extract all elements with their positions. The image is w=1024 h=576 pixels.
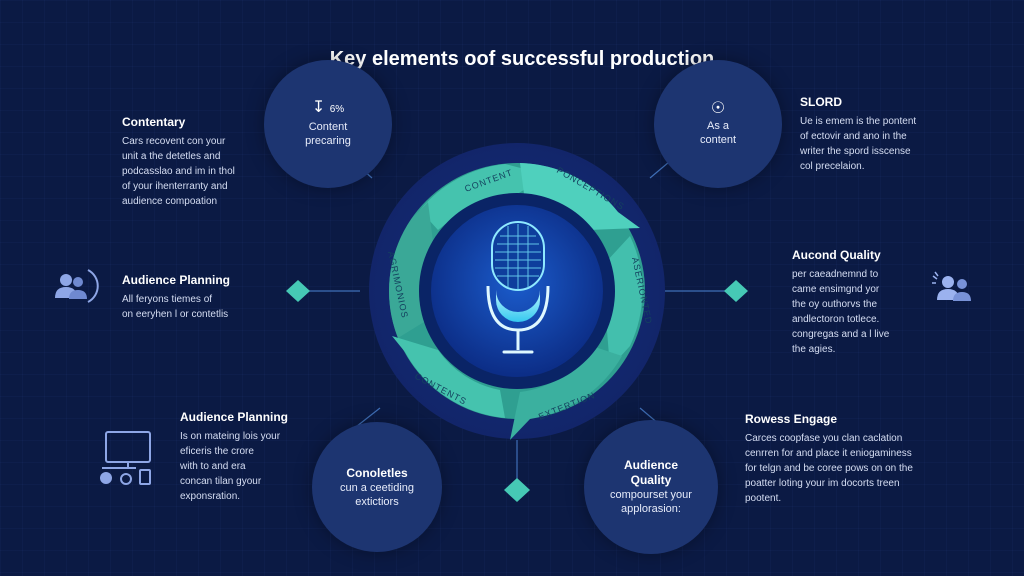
ring-segments [389,163,643,440]
microphone-icon [486,221,550,354]
target-icon: ☉ [710,100,726,117]
bubble-conoletles: Conoletles cun a ceetiding extictiors [312,422,442,552]
block-title: Audience Planning [122,273,231,287]
diamond-right [724,280,748,302]
center-disc [431,205,603,377]
bubble-text: As a content [699,120,737,146]
block-audience-planning-1: Audience Planning All feryons tiemes of … [122,273,292,322]
bubble-as-a-content: ☉ As a content [654,60,782,188]
audience-icon-right [932,271,971,301]
block-title: Rowess Engage [745,412,838,426]
ring-segment-4 [510,346,622,440]
ring-segment-1 [420,164,548,230]
block-title: Aucond Quality [792,248,881,262]
block-title: Audience Planning [180,410,289,424]
block-audience-planning-2: Audience Planning Is on mateing lois you… [180,410,320,504]
ring-segment-5 [392,336,505,418]
block-title: Contentary [122,115,186,129]
block-text: Cars recovent con your unit a the detetl… [122,136,235,207]
block-slord: SLORD Ue is emem is the pontent of ectov… [800,95,1000,174]
diamond-left [286,280,310,302]
ring-segment-6 [389,202,434,338]
block-contentary: Contentary Cars recovent con your unit a… [122,115,272,209]
bubble-title: Conoletles [346,465,408,480]
block-text: All feryons tiemes of on eeryhen l or co… [122,294,229,320]
block-text: Carces coopfase you clan caclation cenrr… [745,433,913,504]
ring-segment-2 [520,163,640,230]
bubble-text: Content precaring [305,121,351,147]
devices-icon [100,431,151,485]
microphone-icon: ↧ 6% [311,99,345,116]
bubble-text: cun a ceetiding extictiors [340,481,414,508]
block-rowess-engage: Rowess Engage Carces coopfase you clan c… [745,412,975,506]
audience-icon-left [55,269,99,303]
diamond-bottom [504,478,530,502]
block-text: Ue is emem is the pontent of ectovir and… [800,116,917,172]
page-title: Key elements oof successful production [329,48,715,70]
bubble-text: compourset your applorasion: [610,489,692,515]
block-text: per caeadnemnd to came ensimgnd yor the … [792,269,890,355]
block-title: SLORD [800,95,842,109]
bubble-content-precaring: ↧ 6% Content precaring [264,60,392,188]
block-text: Is on mateing lois your eficeris the cro… [180,431,281,502]
bubble-audience-quality: Audience Quality compourset your applora… [584,420,718,554]
block-aucond-quality: Aucond Quality per caeadnemnd to came en… [792,248,942,357]
bubble-title: Audience Quality [623,458,678,487]
diamond-markers [286,280,748,502]
ring-segment-3 [606,236,643,368]
